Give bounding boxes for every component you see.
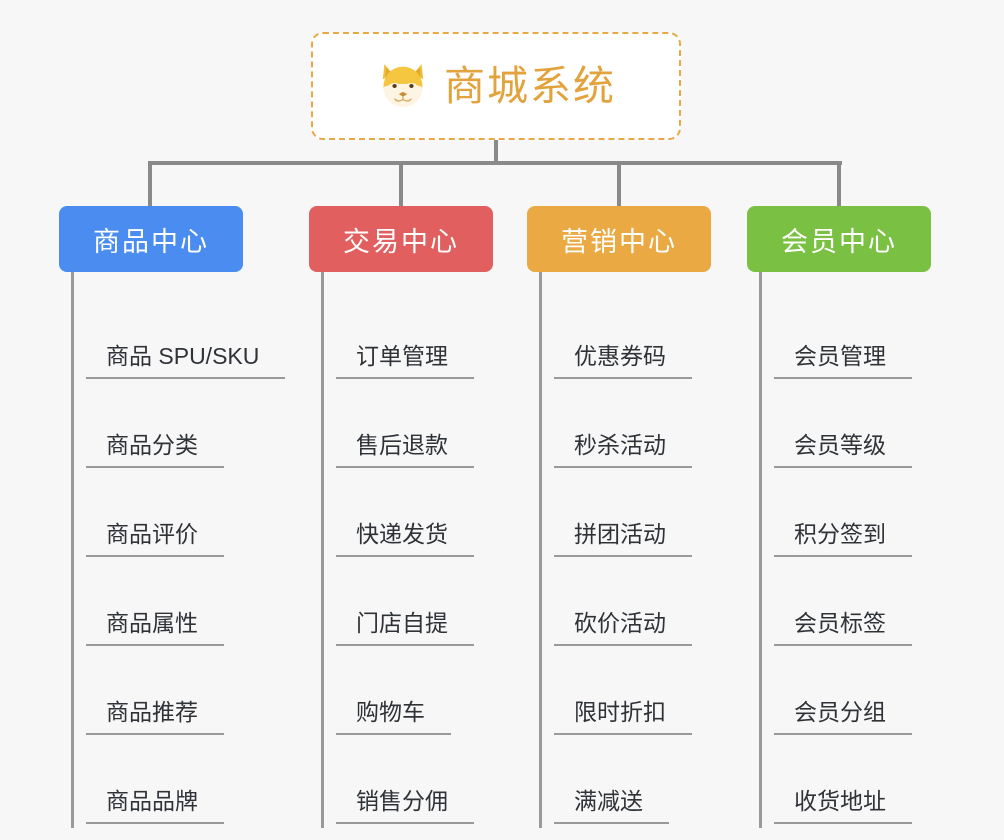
leaf-item-label: 砍价活动: [554, 610, 692, 646]
root-node[interactable]: 商城系统: [311, 32, 681, 140]
leaf-item-label: 积分签到: [774, 521, 912, 557]
leaf-item-label: 会员分组: [774, 699, 912, 735]
connector-root-stem: [494, 140, 498, 164]
leaf-item[interactable]: 收货地址: [762, 739, 931, 828]
branch-column-trade: 交易中心 订单管理售后退款快递发货门店自提购物车销售分佣: [309, 206, 493, 828]
connector-drop-2: [399, 161, 403, 209]
leaf-item-label: 优惠券码: [554, 343, 692, 379]
leaf-item[interactable]: 商品品牌: [74, 739, 243, 828]
leaf-item-label: 会员等级: [774, 432, 912, 468]
leaf-item-label: 商品 SPU/SKU: [86, 343, 286, 379]
leaf-item[interactable]: 商品推荐: [74, 650, 243, 739]
leaf-list-member: 会员管理会员等级积分签到会员标签会员分组收货地址: [759, 272, 931, 828]
connector-drop-1: [148, 161, 152, 209]
leaf-item[interactable]: 订单管理: [324, 294, 493, 383]
leaf-item[interactable]: 门店自提: [324, 561, 493, 650]
leaf-item-label: 商品属性: [86, 610, 224, 646]
branch-header-marketing[interactable]: 营销中心: [527, 206, 711, 272]
connector-drop-4: [837, 161, 841, 209]
leaf-list-trade: 订单管理售后退款快递发货门店自提购物车销售分佣: [321, 272, 493, 828]
leaf-item-label: 会员标签: [774, 610, 912, 646]
leaf-item[interactable]: 满减送: [542, 739, 711, 828]
leaf-item-label: 快递发货: [336, 521, 474, 557]
leaf-item[interactable]: 商品属性: [74, 561, 243, 650]
leaf-item-label: 收货地址: [774, 788, 912, 824]
leaf-item-label: 限时折扣: [554, 699, 692, 735]
branch-column-member: 会员中心 会员管理会员等级积分签到会员标签会员分组收货地址: [747, 206, 931, 828]
connector-drop-3: [617, 161, 621, 209]
leaf-item[interactable]: 积分签到: [762, 472, 931, 561]
leaf-item[interactable]: 快递发货: [324, 472, 493, 561]
leaf-item-label: 商品推荐: [86, 699, 224, 735]
root-title: 商城系统: [444, 62, 616, 109]
branch-header-trade[interactable]: 交易中心: [309, 206, 493, 272]
leaf-item-label: 购物车: [336, 699, 451, 735]
leaf-item[interactable]: 商品评价: [74, 472, 243, 561]
leaf-item[interactable]: 会员管理: [762, 294, 931, 383]
leaf-item[interactable]: 会员分组: [762, 650, 931, 739]
leaf-item[interactable]: 购物车: [324, 650, 493, 739]
leaf-item[interactable]: 拼团活动: [542, 472, 711, 561]
leaf-item-label: 商品品牌: [86, 788, 224, 824]
leaf-item-label: 门店自提: [336, 610, 474, 646]
leaf-list-marketing: 优惠券码秒杀活动拼团活动砍价活动限时折扣满减送: [539, 272, 711, 828]
branch-header-member[interactable]: 会员中心: [747, 206, 931, 272]
leaf-list-product: 商品 SPU/SKU 商品分类商品评价商品属性商品推荐商品品牌: [71, 272, 286, 828]
leaf-item[interactable]: 商品分类: [74, 383, 243, 472]
leaf-item[interactable]: 销售分佣: [324, 739, 493, 828]
leaf-item-label: 秒杀活动: [554, 432, 692, 468]
leaf-item[interactable]: 售后退款: [324, 383, 493, 472]
leaf-item-label: 满减送: [554, 788, 669, 824]
shiba-dog-emoji: [382, 64, 424, 108]
leaf-item-label: 销售分佣: [336, 788, 474, 824]
branch-column-product: 商品中心 商品 SPU/SKU 商品分类商品评价商品属性商品推荐商品品牌: [59, 206, 286, 828]
leaf-item[interactable]: 商品 SPU/SKU: [74, 294, 286, 383]
leaf-item[interactable]: 会员等级: [762, 383, 931, 472]
leaf-item-label: 商品评价: [86, 521, 224, 557]
leaf-item[interactable]: 限时折扣: [542, 650, 711, 739]
leaf-item[interactable]: 会员标签: [762, 561, 931, 650]
leaf-item[interactable]: 优惠券码: [542, 294, 711, 383]
leaf-item-label: 商品分类: [86, 432, 224, 468]
branch-column-marketing: 营销中心 优惠券码秒杀活动拼团活动砍价活动限时折扣满减送: [527, 206, 711, 828]
leaf-item-label: 拼团活动: [554, 521, 692, 557]
leaf-item-label: 订单管理: [336, 343, 474, 379]
leaf-item-label: 会员管理: [774, 343, 912, 379]
leaf-item[interactable]: 砍价活动: [542, 561, 711, 650]
leaf-item[interactable]: 秒杀活动: [542, 383, 711, 472]
branch-header-product[interactable]: 商品中心: [59, 206, 243, 272]
leaf-item-label: 售后退款: [336, 432, 474, 468]
connector-bus: [148, 161, 842, 165]
